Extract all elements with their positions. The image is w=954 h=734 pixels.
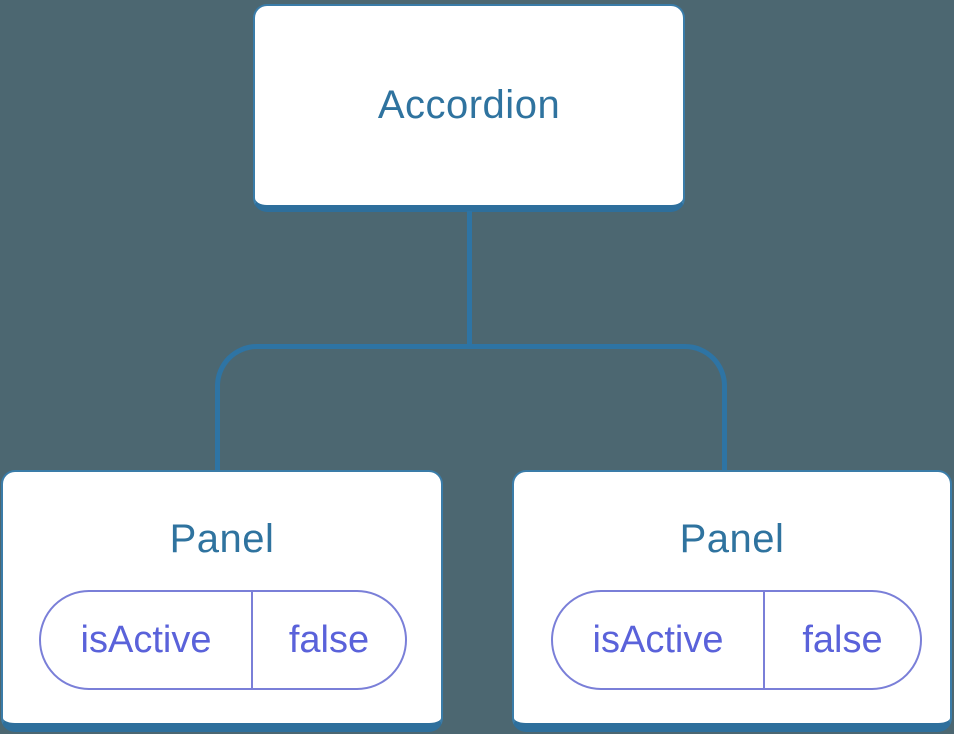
state-name: isActive (41, 592, 253, 688)
panel-node-right: Panel isActive false (512, 470, 952, 732)
panel-node-label: Panel (169, 517, 275, 561)
state-value: false (288, 618, 370, 661)
state-value: false (802, 618, 883, 661)
panel-node-label: Panel (679, 517, 785, 561)
state-name: isActive (553, 592, 765, 688)
state-pill: isActive false (39, 590, 407, 690)
accordion-node: Accordion (253, 4, 685, 212)
connector-stem (466, 211, 472, 347)
connector-bracket (215, 344, 727, 472)
state-pill: isActive false (551, 590, 922, 690)
panel-node-left: Panel isActive false (1, 470, 443, 732)
accordion-node-label: Accordion (377, 83, 561, 127)
